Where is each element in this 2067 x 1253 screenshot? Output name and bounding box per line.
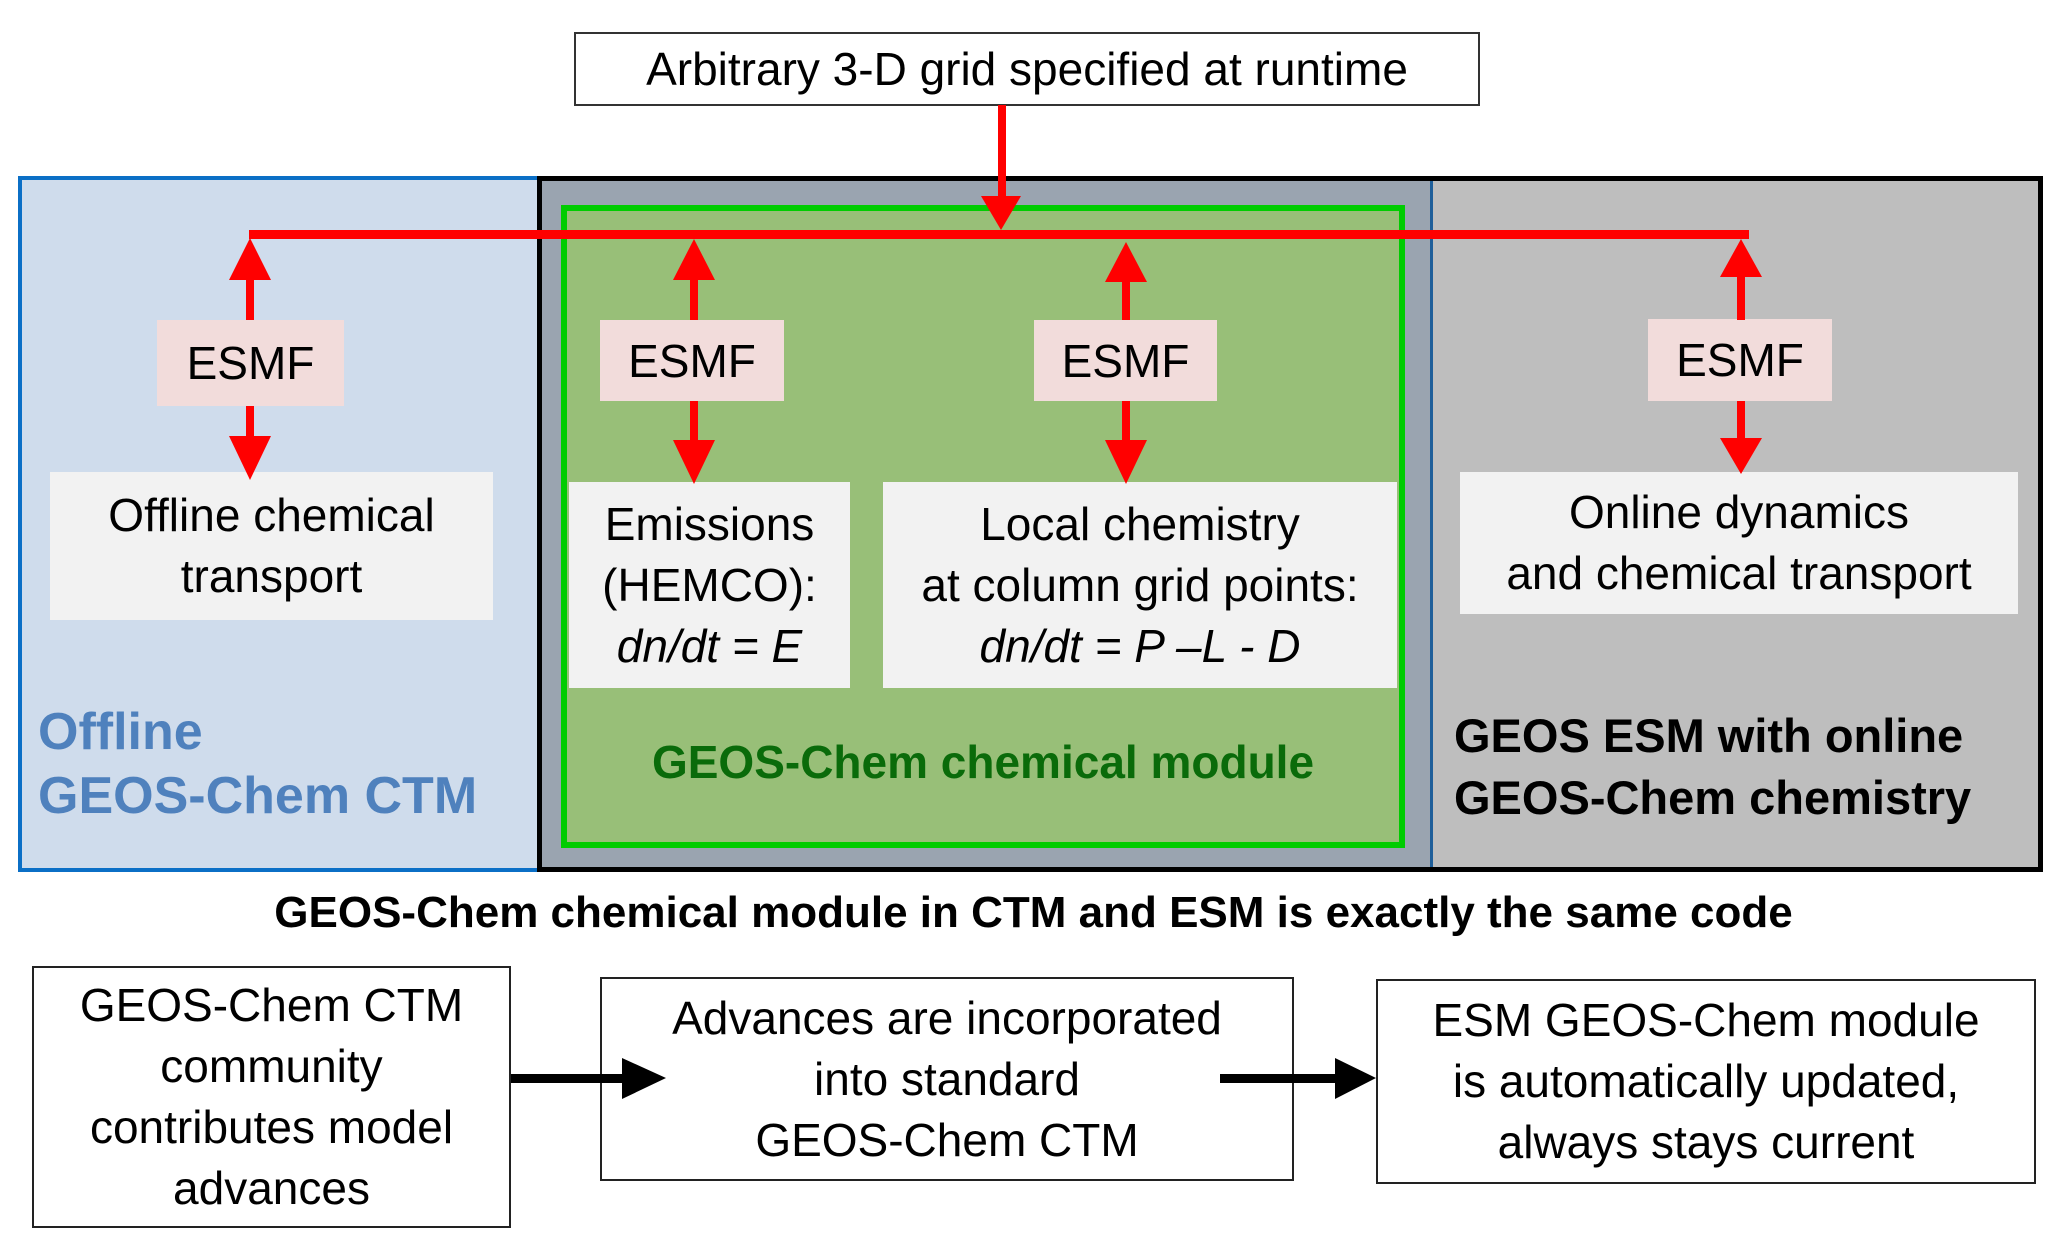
flow-line: Advances are incorporated [672, 991, 1222, 1044]
offline-up-arrowhead [229, 238, 271, 280]
chemistry-line1: Local chemistry [980, 497, 1300, 550]
flow-line: community [160, 1040, 383, 1092]
offline-transport-line2: transport [180, 550, 363, 602]
chemistry-down-stem [1122, 401, 1130, 446]
flow-line: into standard [814, 1052, 1080, 1105]
distribution-bus [249, 230, 1749, 239]
esmf-box-emissions: ESMF [600, 320, 784, 401]
online-dynamics-line1: Online dynamics [1568, 486, 1910, 538]
chemical-module-label: GEOS-Chem chemical module [651, 736, 1315, 788]
esmf-label: ESMF [186, 337, 315, 389]
online-dynamics-box: Online dynamics and chemical transport [1460, 472, 2018, 614]
chemistry-up-arrowhead [1105, 242, 1147, 282]
flow-line: GEOS-Chem CTM [79, 979, 464, 1031]
chemistry-up-stem [1122, 270, 1130, 320]
esmf-box-chemistry: ESMF [1034, 320, 1217, 401]
flow-arrow-1-head [622, 1058, 666, 1099]
online-dynamics-line2: and chemical transport [1506, 547, 1972, 599]
flow-line: always stays current [1497, 1116, 1915, 1168]
flow-line: ESM GEOS-Chem module [1432, 994, 1980, 1046]
emissions-line1: Emissions [604, 497, 815, 550]
offline-up-stem [246, 270, 254, 320]
runtime-grid-box: Arbitrary 3-D grid specified at runtime [574, 32, 1480, 106]
same-code-caption: GEOS-Chem chemical module in CTM and ESM… [274, 888, 1793, 937]
grid-down-stem [998, 105, 1006, 205]
offline-transport-box: Offline chemical transport [50, 472, 493, 620]
esm-down-arrowhead [1720, 438, 1762, 474]
esmf-label: ESMF [1676, 334, 1804, 386]
esm-label-line2: GEOS-Chem chemistry [1454, 771, 1972, 824]
flow-line: GEOS-Chem CTM [755, 1113, 1139, 1166]
offline-ctm-label: Offline GEOS-Chem CTM [38, 700, 477, 828]
flow-line: advances [173, 1162, 370, 1214]
esmf-box-offline: ESMF [157, 320, 344, 406]
flow-line: is automatically updated, [1452, 1055, 1960, 1107]
esm-label: GEOS ESM with online GEOS-Chem chemistry [1454, 705, 1971, 829]
flow-step-esm-updated: ESM GEOS-Chem module is automatically up… [1376, 979, 2036, 1184]
flow-arrow-1-stem [511, 1074, 626, 1083]
esm-up-stem [1737, 270, 1745, 320]
emissions-line2: (HEMCO): [602, 558, 817, 611]
local-chemistry-box: Local chemistry at column grid points: d… [883, 482, 1397, 688]
offline-label-line2: GEOS-Chem CTM [38, 767, 478, 825]
offline-transport-line1: Offline chemical [108, 489, 435, 541]
grid-down-arrowhead [981, 196, 1021, 230]
emissions-down-arrowhead [673, 440, 715, 484]
esm-label-line1: GEOS ESM with online [1454, 709, 1964, 762]
emissions-box: Emissions (HEMCO): dn/dt = E [569, 482, 850, 688]
flow-arrow-2-stem [1220, 1074, 1338, 1083]
flow-line: contributes model [89, 1101, 454, 1153]
esmf-label: ESMF [1061, 334, 1190, 387]
offline-down-stem [246, 406, 254, 446]
esm-up-arrowhead [1720, 239, 1762, 277]
esmf-box-esm: ESMF [1648, 319, 1832, 401]
esmf-label: ESMF [628, 334, 756, 387]
esm-down-stem [1737, 401, 1745, 441]
flow-arrow-2-head [1335, 1058, 1376, 1099]
runtime-grid-text: Arbitrary 3-D grid specified at runtime [646, 43, 1408, 95]
offline-label-line1: Offline [38, 703, 203, 761]
flow-step-community: GEOS-Chem CTM community contributes mode… [32, 966, 511, 1228]
chemistry-down-arrowhead [1105, 440, 1147, 484]
emissions-up-stem [690, 270, 698, 320]
emissions-equation: dn/dt = E [616, 619, 803, 672]
offline-down-arrowhead [229, 436, 271, 480]
chemistry-line2: at column grid points: [921, 558, 1359, 611]
emissions-down-stem [690, 401, 698, 446]
flow-step-standard-ctm: Advances are incorporated into standard … [600, 977, 1294, 1181]
chemistry-equation: dn/dt = P –L - D [979, 619, 1301, 672]
emissions-up-arrowhead [673, 239, 715, 280]
